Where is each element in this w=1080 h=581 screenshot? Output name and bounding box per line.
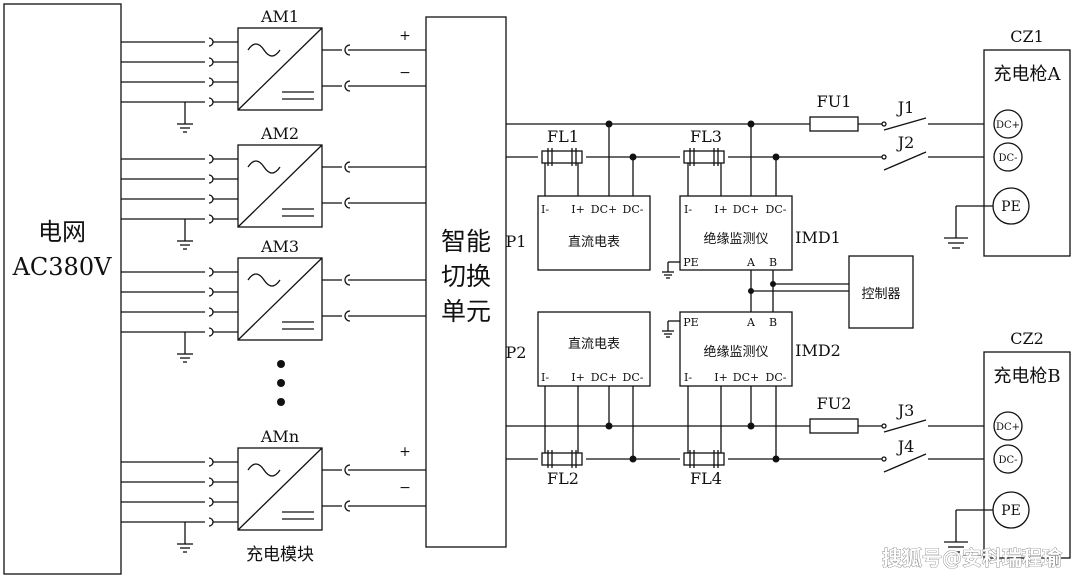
imd1-pin: DC+ bbox=[733, 203, 759, 216]
module-label: AMn bbox=[260, 427, 299, 446]
filter-fl2 bbox=[541, 450, 583, 468]
controller-label: 控制器 bbox=[861, 287, 900, 302]
imd1-pin: I+ bbox=[714, 203, 728, 216]
junction-dots bbox=[605, 120, 780, 463]
watermark: 搜狐号@安科瑞程瑜 bbox=[882, 546, 1063, 570]
controller-box bbox=[848, 255, 914, 329]
switch-unit-line3: 单元 bbox=[441, 297, 491, 326]
switch-unit-box bbox=[425, 16, 507, 548]
ellipsis-dot bbox=[277, 360, 285, 368]
meter-p1-pin: DC- bbox=[623, 203, 644, 216]
module-group-label: 充电模块 bbox=[246, 545, 314, 565]
switch-unit-line1: 智能 bbox=[441, 227, 491, 256]
filter-fl4 bbox=[683, 450, 725, 468]
imd2-tag: IMD2 bbox=[795, 341, 841, 360]
imd2-pin: I+ bbox=[714, 371, 728, 384]
module-label: AM3 bbox=[260, 237, 299, 256]
gun-a-tag: CZ1 bbox=[1010, 27, 1044, 46]
minus-mark-top: − bbox=[399, 65, 411, 81]
imd2-pin: I- bbox=[684, 371, 692, 384]
ellipsis-dot bbox=[277, 398, 285, 406]
module-2: AM2 bbox=[121, 124, 426, 250]
gun-a-pe-label: PE bbox=[1001, 199, 1021, 215]
imd2-a: A bbox=[746, 316, 756, 329]
grid-label-line2: AC380V bbox=[12, 253, 113, 281]
imd2-pe: PE bbox=[683, 316, 698, 329]
meter-p2-pin: DC- bbox=[623, 371, 644, 384]
filter-fl1 bbox=[541, 148, 583, 166]
imd1-pin: DC- bbox=[766, 203, 787, 216]
module-4: AMn bbox=[121, 427, 426, 553]
plus-mark-bottom: + bbox=[399, 444, 411, 460]
gun-b-pe-label: PE bbox=[1001, 503, 1021, 519]
meter-p2-pin: I- bbox=[541, 371, 549, 384]
meter-p2-pin: I+ bbox=[571, 371, 585, 384]
gun-b-tag: CZ2 bbox=[1010, 329, 1044, 348]
dc-bus-lines bbox=[506, 123, 882, 460]
gun-a-dcp-label: DC+ bbox=[996, 120, 1020, 131]
meter-p1-box bbox=[537, 195, 651, 271]
fuse-fu2-label: FU2 bbox=[817, 394, 852, 413]
imd2-name: 绝缘监测仪 bbox=[703, 344, 768, 360]
gun-b-dcm-pin bbox=[993, 444, 1023, 474]
module-3: AM3 bbox=[121, 237, 426, 363]
filter-fl2-label: FL2 bbox=[547, 469, 579, 488]
imd2-box bbox=[679, 311, 793, 387]
instrument-wiring bbox=[544, 124, 849, 459]
filter-fl3 bbox=[683, 148, 725, 166]
fuse-fu1-label: FU1 bbox=[817, 92, 852, 111]
filter-fl3-label: FL3 bbox=[690, 127, 722, 146]
meter-p1-pin: I- bbox=[541, 203, 549, 216]
imd1-name: 绝缘监测仪 bbox=[703, 231, 768, 247]
imd2-pin: DC+ bbox=[733, 371, 759, 384]
ellipsis-dot bbox=[277, 379, 285, 387]
meter-p2-tag: P2 bbox=[506, 343, 527, 362]
contactors bbox=[881, 117, 990, 473]
module-label: AM1 bbox=[260, 7, 299, 26]
imd1-tag: IMD1 bbox=[795, 228, 841, 247]
meter-p2-name: 直流电表 bbox=[568, 337, 620, 352]
grid-label-line1: 电网 bbox=[38, 218, 86, 246]
imd1-box bbox=[679, 195, 793, 271]
gun-a-dcp-pin bbox=[993, 109, 1023, 139]
contactor-j4-label: J4 bbox=[896, 437, 915, 456]
gun-b-name: 充电枪B bbox=[993, 366, 1060, 387]
meter-p1-pin: I+ bbox=[571, 203, 585, 216]
imd2-pin: DC- bbox=[766, 371, 787, 384]
gun-a-ground bbox=[944, 205, 993, 249]
meter-p1-pin: DC+ bbox=[591, 203, 617, 216]
contactor-j1-label: J1 bbox=[896, 98, 915, 117]
imd2-b: B bbox=[769, 316, 777, 329]
contactor-j2-label: J2 bbox=[896, 133, 915, 152]
gun-b-dcm-label: DC- bbox=[998, 455, 1017, 466]
meter-p2-box bbox=[537, 311, 651, 387]
imd1-pe: PE bbox=[683, 256, 698, 269]
meter-p1-tag: P1 bbox=[506, 232, 527, 251]
imd1-a: A bbox=[746, 256, 756, 269]
contactor-j3-label: J3 bbox=[896, 401, 915, 420]
minus-mark-bottom: − bbox=[399, 480, 411, 496]
module-1: AM1 bbox=[121, 7, 426, 133]
module-label: AM2 bbox=[260, 124, 299, 143]
gun-a-name: 充电枪A bbox=[994, 64, 1062, 85]
gun-b-ground bbox=[944, 509, 993, 553]
gun-a-dcm-pin bbox=[993, 142, 1023, 172]
meter-p1-name: 直流电表 bbox=[568, 235, 620, 250]
switch-unit-line2: 切换 bbox=[441, 262, 491, 291]
fuse-fu2 bbox=[809, 418, 859, 434]
gun-b-dcp-label: DC+ bbox=[996, 422, 1020, 433]
gun-a-dcm-label: DC- bbox=[998, 153, 1017, 164]
gun-b-dcp-pin bbox=[993, 411, 1023, 441]
filter-fl1-label: FL1 bbox=[547, 127, 579, 146]
imd1-b: B bbox=[769, 256, 777, 269]
fuse-fu1 bbox=[809, 116, 859, 132]
plus-mark-top: + bbox=[399, 28, 411, 44]
filter-fl4-label: FL4 bbox=[690, 469, 722, 488]
meter-p2-pin: DC+ bbox=[591, 371, 617, 384]
imd1-pin: I- bbox=[684, 203, 692, 216]
grid-box bbox=[3, 3, 122, 575]
